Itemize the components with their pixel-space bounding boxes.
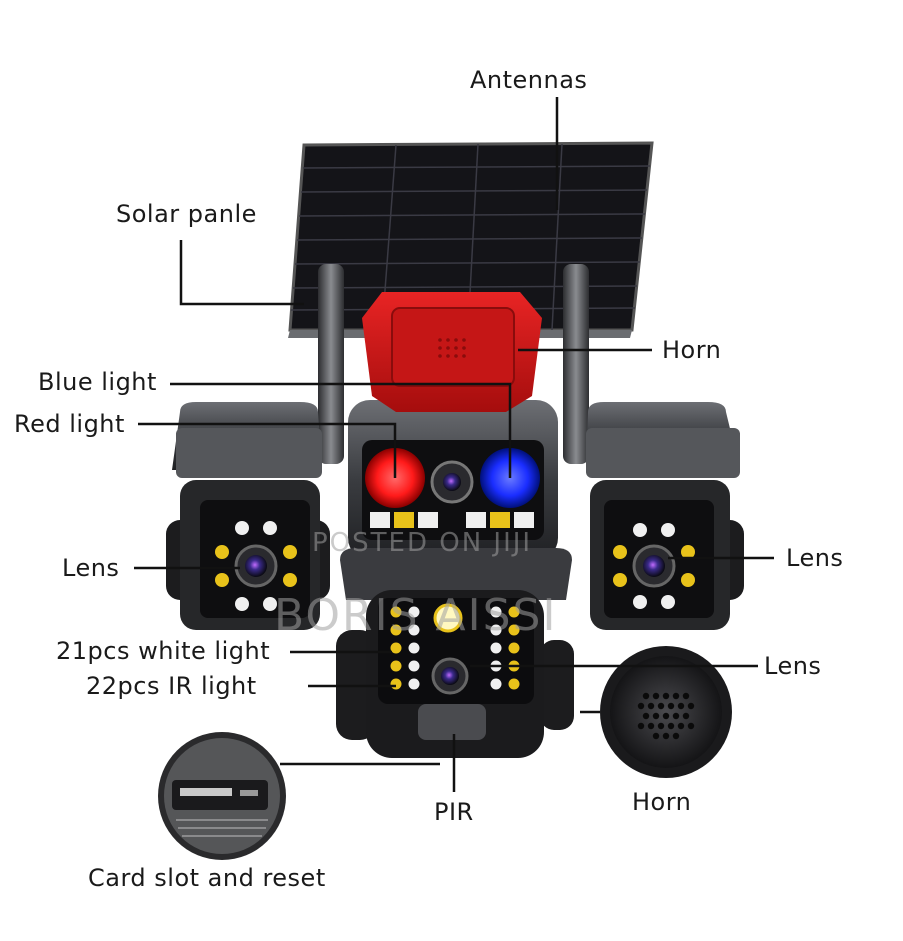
- label-lens-right: Lens: [786, 544, 844, 572]
- label-pir: PIR: [434, 798, 474, 826]
- label-lens-center: Lens: [764, 652, 822, 680]
- label-blue-light: Blue light: [38, 368, 157, 396]
- label-antennas: Antennas: [470, 66, 588, 94]
- label-lens-left: Lens: [62, 554, 120, 582]
- label-red-light: Red light: [14, 410, 125, 438]
- label-solar-panel: Solar panle: [116, 200, 257, 228]
- right-camera: [586, 402, 744, 630]
- antenna-posts: [318, 264, 589, 464]
- watermark-line2: BORIS AISSI: [274, 590, 558, 641]
- left-camera: [166, 402, 330, 630]
- label-card-slot: Card slot and reset: [88, 864, 326, 892]
- label-ir-light: 22pcs IR light: [86, 672, 257, 700]
- horn-inset: [600, 646, 732, 778]
- label-horn-top: Horn: [662, 336, 722, 364]
- bottom-camera: [336, 548, 574, 758]
- label-horn-bottom: Horn: [632, 788, 692, 816]
- leader-lines: [134, 97, 774, 792]
- red-horn: [362, 292, 542, 412]
- watermark-line1: POSTED ON JIJI: [312, 528, 533, 558]
- label-white-light: 21pcs white light: [56, 637, 271, 665]
- card-slot-inset: [158, 732, 286, 860]
